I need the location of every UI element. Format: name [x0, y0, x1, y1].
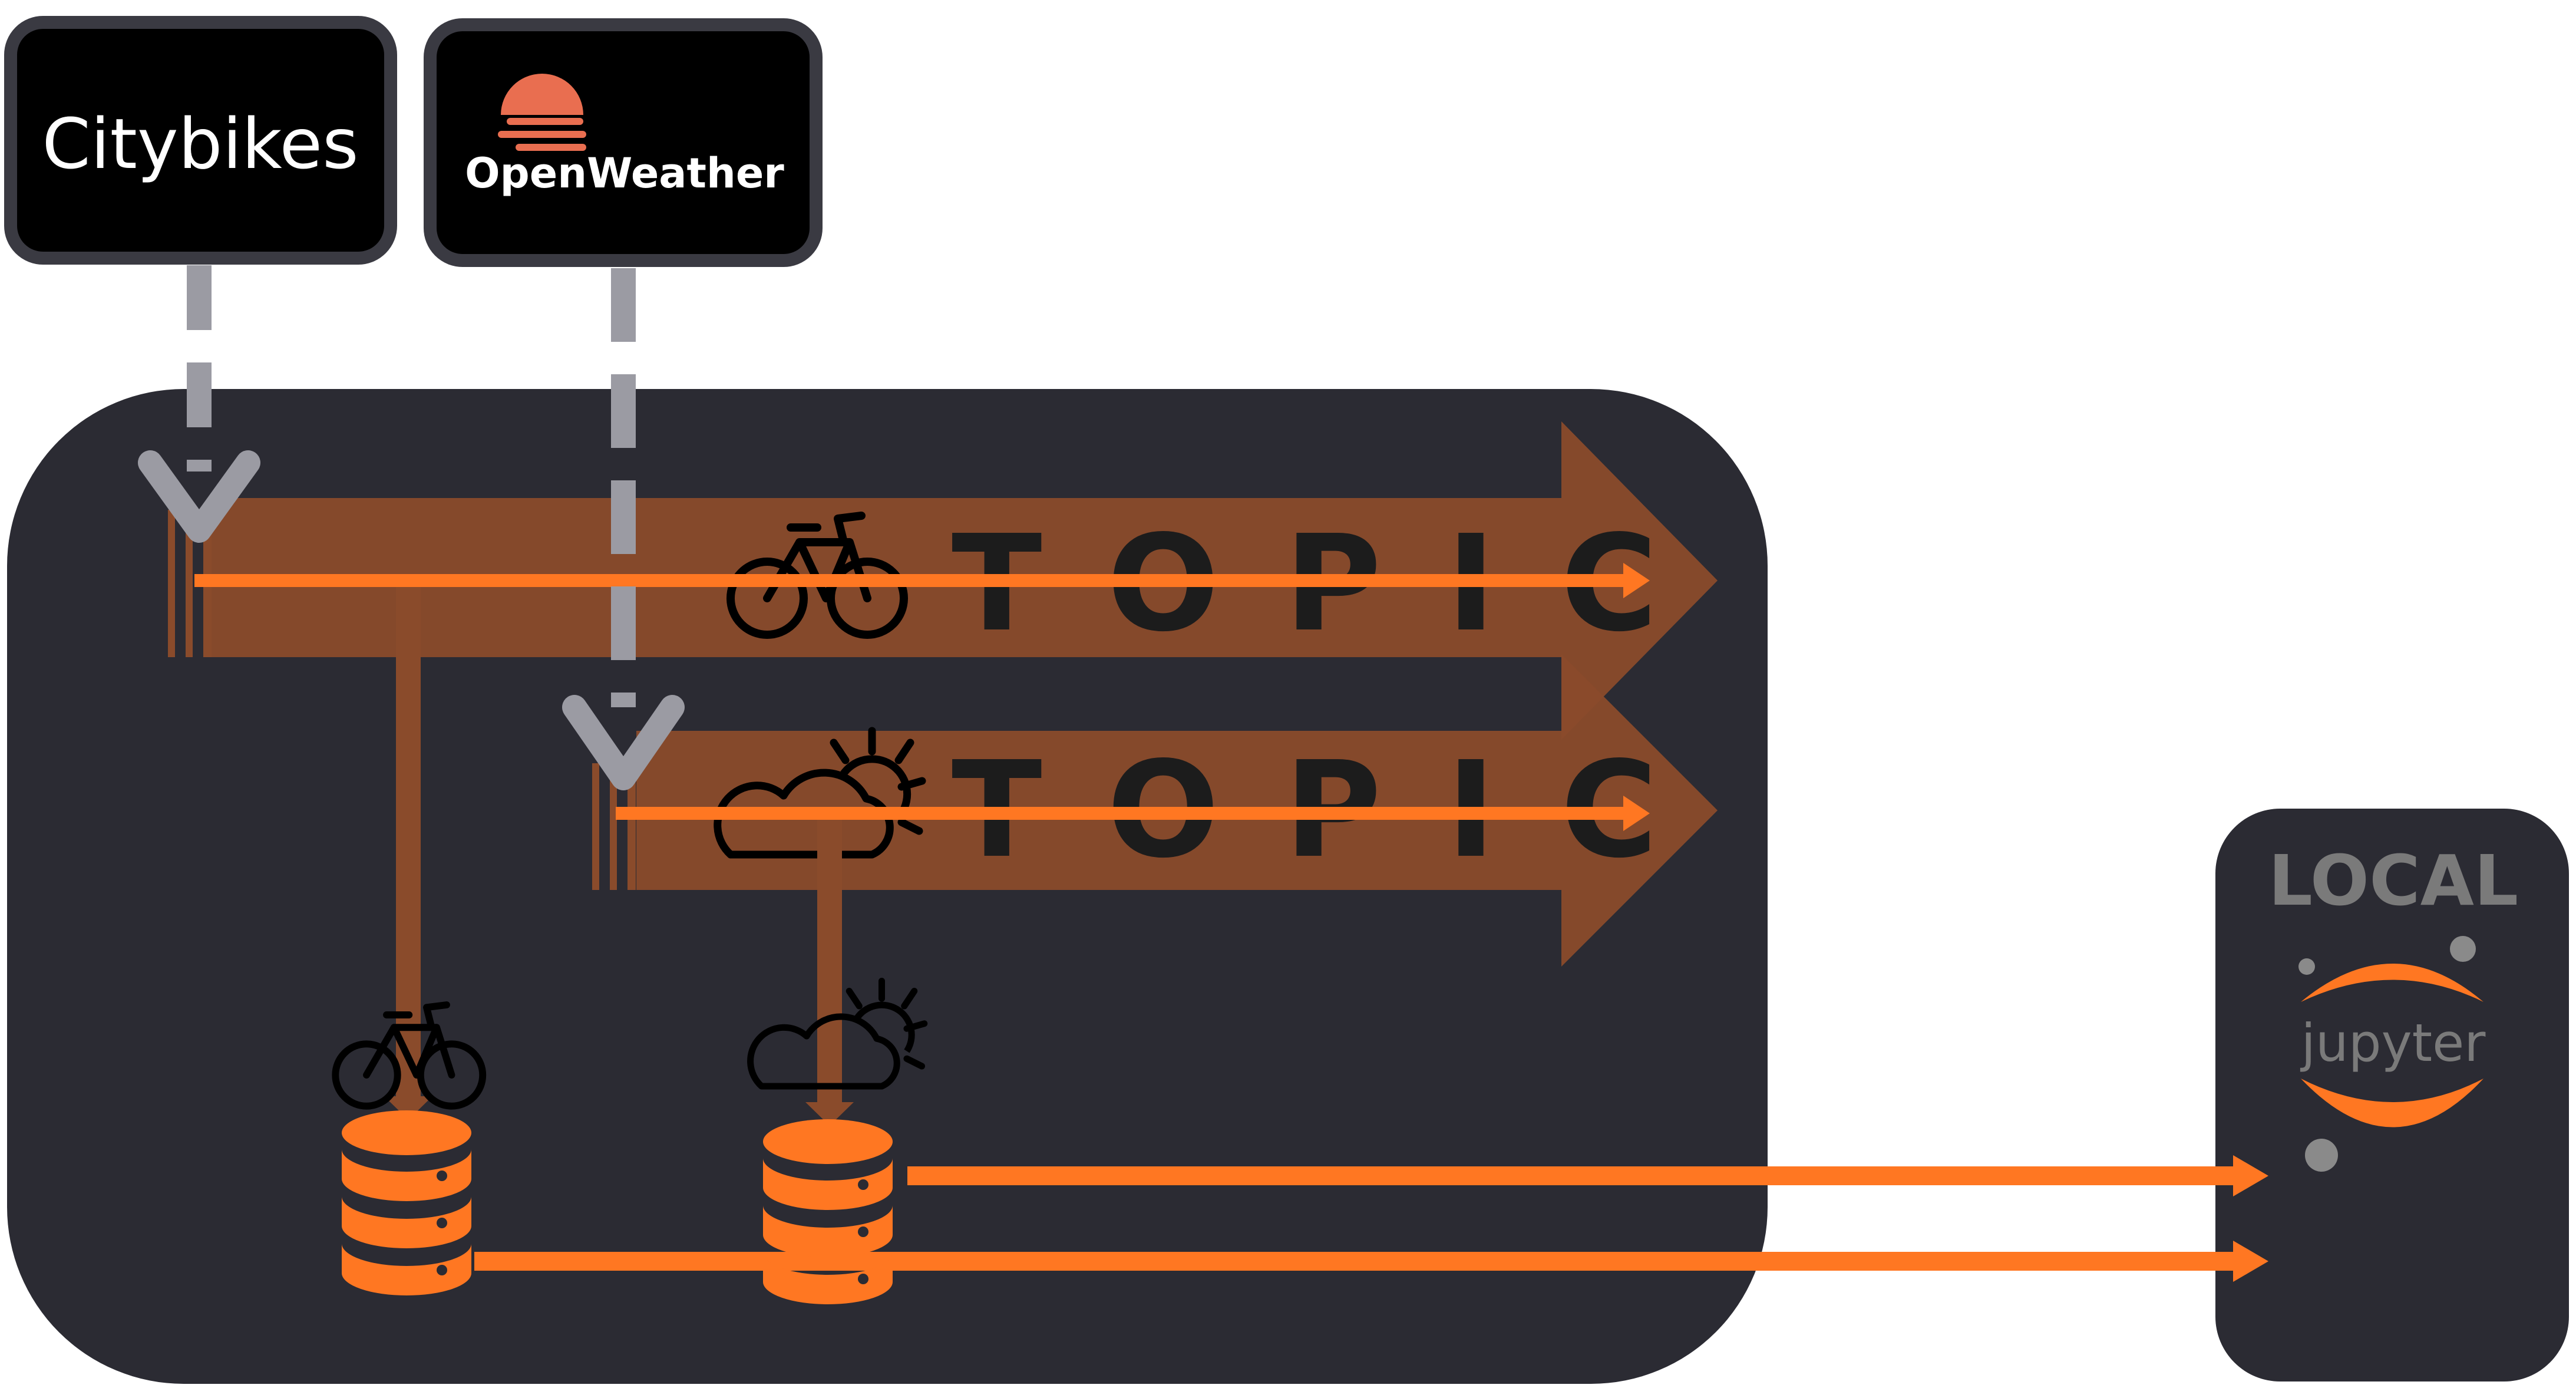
jupyter-logo: jupyter	[2298, 936, 2486, 1172]
local-label: LOCAL	[2268, 840, 2518, 921]
openweather-source: OpenWeather	[424, 18, 823, 267]
bikes-storage-to-local-arrowhead	[2233, 1241, 2268, 1282]
citybikes-connector-chevron	[138, 450, 260, 543]
weather-stream-arrowhead	[1623, 796, 1650, 831]
local-panel	[2215, 809, 2569, 1381]
jupyter-label: jupyter	[2300, 1013, 2486, 1073]
sunset-icon	[498, 74, 586, 151]
citybikes-source: Citybikes	[4, 16, 397, 265]
weather-consumer-arrowhead	[805, 1102, 854, 1126]
openweather-connector-chevron	[562, 695, 685, 790]
bikes-consumer-arrowhead	[384, 1096, 432, 1120]
weather-consumer-pipe	[817, 810, 842, 1105]
citybikes-label: Citybikes	[42, 103, 358, 184]
bikes-stream-arrowhead	[1623, 563, 1650, 598]
weather-storage-to-local-arrowhead	[2233, 1155, 2268, 1196]
openweather-label: OpenWeather	[465, 149, 784, 197]
